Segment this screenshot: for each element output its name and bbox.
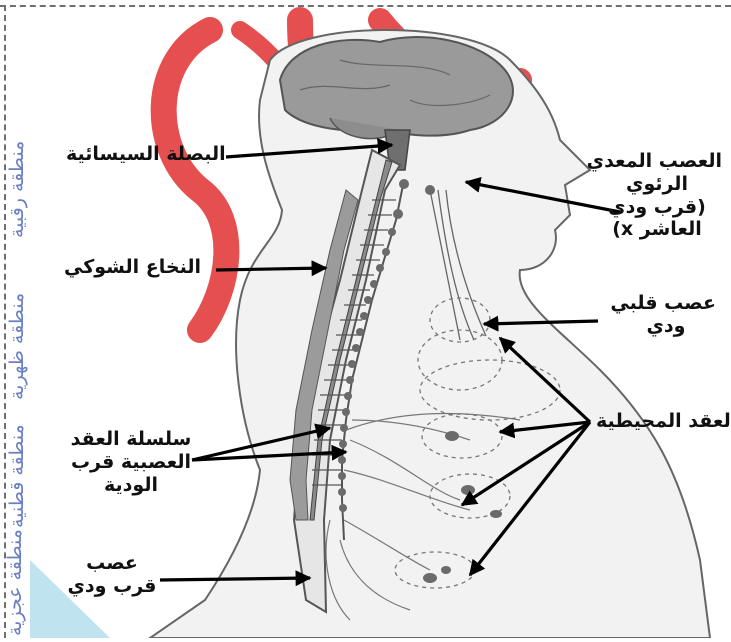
label-peripheral-ganglia: العقد المحيطية [596,410,731,433]
side-label-sacral: منطقة عجزية [4,506,38,636]
label-vagus-line-4: العاشر x) [592,218,722,241]
label-cardiac-nerve: عصب قلبي ودي [616,292,716,338]
label-vagus-nerve: العصب المعدي الرئوي (قرب ودي العاشر x) [592,150,722,241]
brain [280,37,513,139]
label-chain-line-2: العصبية قرب [66,451,196,474]
label-vagus-line-3: (قرب ودي [592,196,722,219]
label-medulla: البصلة السيسائية [66,143,226,166]
label-spinal-cord: النخاع الشوكي [64,256,201,279]
vagus-ganglion [425,185,435,195]
label-vagus-line-2: الرئوي [592,173,722,196]
label-vagus-line-1: العصب المعدي [592,150,722,173]
frame-top-dashed [0,5,731,7]
label-sympathetic-nerve-line-1: عصب [64,552,160,575]
label-sympathetic-nerve-line-2: قرب ودي [64,575,160,598]
label-cardiac-line-2: ودي [616,315,716,338]
label-sympathetic-chain: سلسلة العقد العصبية قرب الودية [66,428,196,496]
side-label-cervical: منطقة رقبية [6,78,40,238]
label-chain-line-3: الودية [66,474,196,497]
label-cardiac-line-1: عصب قلبي [616,292,716,315]
label-sympathetic-nerve: عصب قرب ودي [64,552,160,598]
label-chain-line-1: سلسلة العقد [66,428,196,451]
side-label-thoracic: منطقة ظهرية [6,250,40,400]
